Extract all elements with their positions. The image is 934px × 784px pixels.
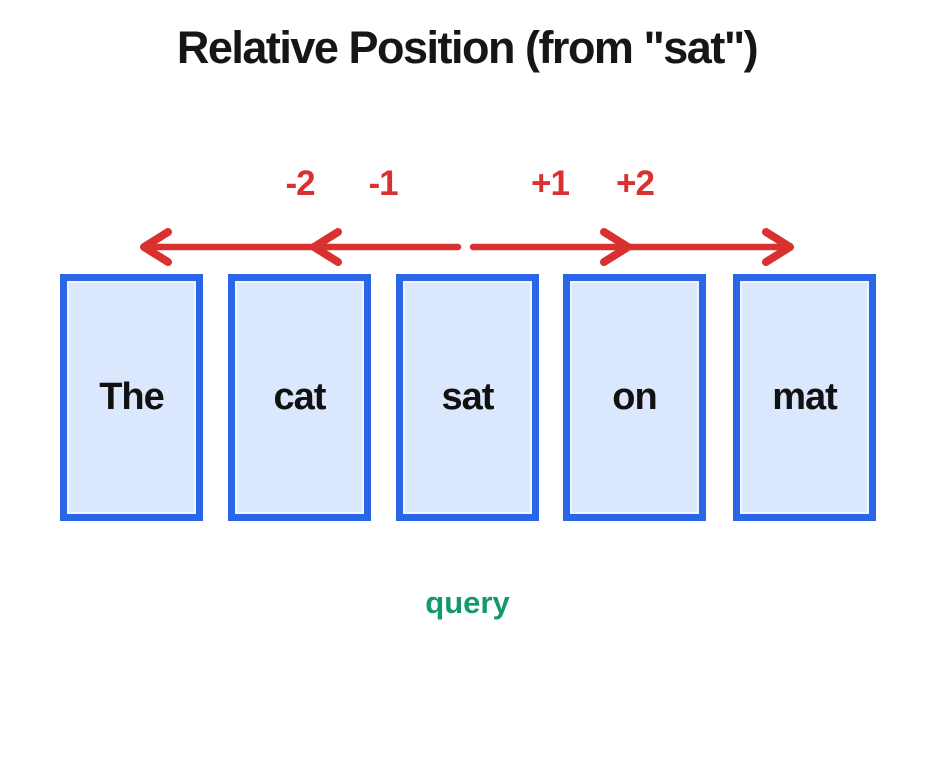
token-box-sat: sat (396, 274, 539, 521)
token-word: The (99, 376, 165, 418)
diagram-title: Relative Position (from "sat") (176, 22, 759, 73)
token-word: mat (772, 376, 838, 418)
token-word: cat (273, 376, 327, 418)
left-inner-arrowhead-icon (310, 228, 342, 266)
relative-direction-arrows (140, 228, 794, 266)
position-label-minus-1: -1 (368, 164, 398, 203)
token-box-mat: mat (733, 274, 876, 521)
token-word: sat (441, 376, 495, 418)
position-label-minus-2: -2 (285, 164, 315, 203)
right-outer-arrowhead-icon (762, 228, 794, 266)
position-label-plus-2: +2 (616, 164, 655, 203)
token-box-on: on (563, 274, 706, 521)
left-outer-arrowhead-icon (140, 228, 172, 266)
right-inner-arrowhead-icon (600, 228, 632, 266)
query-label: query (425, 585, 510, 620)
position-label-plus-1: +1 (531, 164, 570, 203)
token-box-the: The (60, 274, 203, 521)
token-box-cat: cat (228, 274, 371, 521)
token-word: on (612, 376, 657, 418)
